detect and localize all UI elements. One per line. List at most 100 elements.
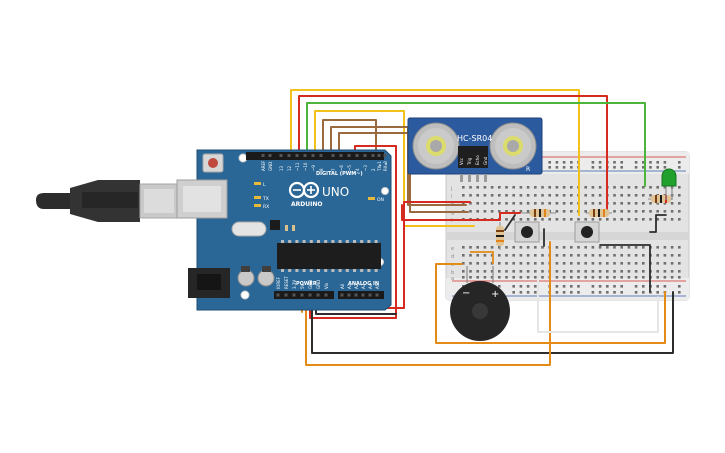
- wire-black[interactable]: [311, 289, 674, 354]
- breadboard-hole: [562, 262, 566, 265]
- wire-brown[interactable]: [322, 119, 377, 158]
- wire-green[interactable]: [306, 102, 646, 187]
- header-hole: [311, 154, 315, 157]
- breadboard-hole: [512, 270, 515, 273]
- breadboard-hole: [663, 254, 667, 257]
- push-button-icon[interactable]: [514, 221, 540, 243]
- wire-orange[interactable]: [435, 263, 666, 344]
- rail-hole: [663, 161, 667, 164]
- breadboard-hole: [620, 254, 623, 257]
- pin-label: RESET: [284, 276, 289, 289]
- chip-pin: [374, 269, 378, 272]
- breadboard-hole: [476, 194, 479, 197]
- breadboard-hole: [577, 254, 580, 257]
- breadboard-hole: [670, 246, 674, 249]
- rail-hole: [613, 161, 616, 164]
- chip-pin: [281, 240, 284, 243]
- wire-black[interactable]: [504, 214, 516, 231]
- wire-red[interactable]: [401, 204, 521, 221]
- chip-pin: [345, 240, 349, 243]
- pin-label: A4: [368, 283, 373, 289]
- breadboard-hole: [498, 186, 501, 189]
- breadboard-hole: [613, 262, 616, 265]
- chip-pin: [324, 269, 328, 272]
- breadboard-hole: [570, 194, 573, 197]
- rail-hole: [570, 166, 573, 169]
- breadboard-hole: [526, 246, 530, 249]
- breadboard-hole: [598, 246, 602, 249]
- breadboard-hole: [620, 210, 623, 213]
- breadboard-hole: [462, 270, 465, 273]
- header-hole: [319, 154, 323, 157]
- resistor-icon[interactable]: [648, 195, 672, 203]
- wire-white[interactable]: [537, 241, 659, 333]
- breadboard-hole: [519, 218, 523, 221]
- wires: [290, 89, 674, 366]
- breadboard-hole: [562, 254, 566, 257]
- rail-hole: [606, 285, 609, 288]
- rail-hole: [555, 285, 559, 288]
- breadboard-hole: [541, 254, 544, 257]
- breadboard-hole: [642, 262, 645, 265]
- rail-hole: [548, 166, 551, 169]
- rail-hole: [591, 285, 595, 288]
- breadboard: j i h g f e d c b a: [445, 151, 690, 301]
- breadboard-hole: [469, 246, 472, 249]
- rail-hole: [642, 285, 645, 288]
- breadboard-hole: [577, 218, 580, 221]
- breadboard-hole: [577, 270, 580, 273]
- breadboard-hole: [663, 202, 667, 205]
- breadboard-hole: [512, 210, 515, 213]
- wire-black[interactable]: [599, 244, 651, 293]
- breadboard-hole: [512, 276, 515, 279]
- wire-red[interactable]: [298, 95, 608, 216]
- resistor-icon[interactable]: [496, 222, 504, 250]
- wire-yellow[interactable]: [290, 89, 580, 216]
- breadboard-hole: [555, 262, 559, 265]
- led-icon[interactable]: [661, 168, 677, 200]
- rail-hole: [570, 291, 573, 294]
- breadboard-hole: [526, 202, 530, 205]
- header-hole: [383, 154, 387, 157]
- breadboard-hole: [678, 270, 681, 273]
- pin-label: ~10: [303, 162, 308, 171]
- buzzer-icon[interactable]: − +: [450, 266, 510, 341]
- breadboard-hole: [469, 276, 472, 279]
- rail-hole: [570, 285, 573, 288]
- header-hole: [276, 293, 280, 297]
- breadboard-hole: [642, 210, 645, 213]
- breadboard-hole: [562, 270, 566, 273]
- usb-cable-icon[interactable]: [36, 180, 179, 222]
- breadboard-hole: [462, 254, 465, 257]
- pin-label: ~11: [295, 162, 300, 171]
- rail-hole: [598, 166, 602, 169]
- header-hole: [363, 154, 367, 157]
- breadboard-hole: [678, 254, 681, 257]
- breadboard-hole: [634, 262, 638, 265]
- wire-orange[interactable]: [305, 241, 551, 366]
- wire-red[interactable]: [309, 145, 397, 319]
- sensor-model: HC-SR04: [457, 134, 492, 143]
- push-button-icon[interactable]: [574, 221, 600, 243]
- breadboard-hole: [649, 186, 652, 189]
- breadboard-hole: [670, 254, 674, 257]
- breadboard-hole: [534, 246, 537, 249]
- breadboard-hole: [649, 202, 652, 205]
- wire-orange[interactable]: [470, 251, 494, 264]
- rail-hole: [613, 291, 616, 294]
- resistor-icon[interactable]: [522, 209, 556, 217]
- breadboard-hole: [678, 210, 681, 213]
- rail-hole: [570, 161, 573, 164]
- ultrasonic-sensor[interactable]: HC-SR04 Vcc Trig Echo Gnd R: [407, 117, 543, 182]
- arduino-uno-board[interactable]: TX RX L ON ARDUINO UNO DIGITAL (PWM~) PO…: [176, 149, 392, 311]
- breadboard-hole: [469, 210, 472, 213]
- breadboard-hole: [606, 254, 609, 257]
- rail-hole: [634, 166, 638, 169]
- breadboard-hole: [555, 254, 559, 257]
- rail-hole: [656, 161, 659, 164]
- wire-yellow[interactable]: [314, 110, 475, 227]
- resistor-icon[interactable]: [586, 209, 612, 217]
- wire-black[interactable]: [649, 214, 667, 233]
- sensor-pin-label: Echo: [475, 155, 480, 165]
